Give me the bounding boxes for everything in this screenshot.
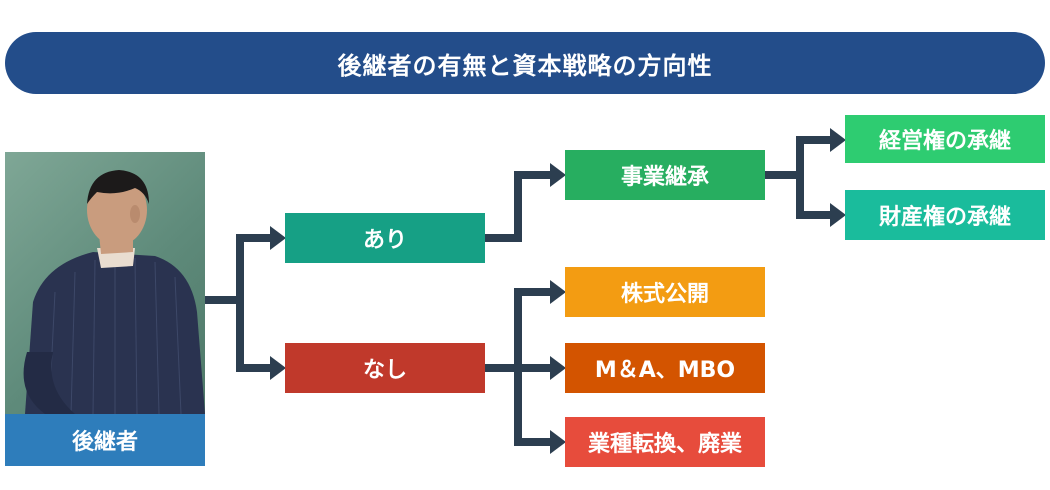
connector-ari-to-succession [485,171,552,242]
connector-to-ipo [514,288,552,368]
node-business-succession: 事業継承 [565,150,765,200]
arrowhead-ari [270,226,286,250]
diagram-title: 後継者の有無と資本戦略の方向性 [5,32,1045,94]
arrowhead-property-rights [830,203,846,227]
businessman-illustration [23,170,205,414]
arrowhead-management-rights [830,128,846,152]
node-business-conversion: 業種転換、廃業 [565,417,765,467]
arrowhead-conversion [550,430,566,454]
arrowhead-succession [550,163,566,187]
branch-nashi: なし [285,343,485,393]
connector-to-property-rights [796,175,832,219]
successor-caption: 後継者 [5,414,205,466]
connector-to-nashi [236,300,272,372]
connector-to-ari [236,234,272,300]
connector-to-management-rights [796,136,832,175]
node-management-rights: 経営権の承継 [845,115,1045,163]
arrowhead-ma [550,356,566,380]
node-property-rights: 財産権の承継 [845,190,1045,240]
arrowhead-nashi [270,356,286,380]
branch-ari: あり [285,213,485,263]
businessman-photo [5,152,205,414]
connector-to-conversion [514,368,552,446]
node-ma-mbo: M＆A、MBO [565,343,765,393]
arrowhead-ipo [550,280,566,304]
node-ipo: 株式公開 [565,267,765,317]
